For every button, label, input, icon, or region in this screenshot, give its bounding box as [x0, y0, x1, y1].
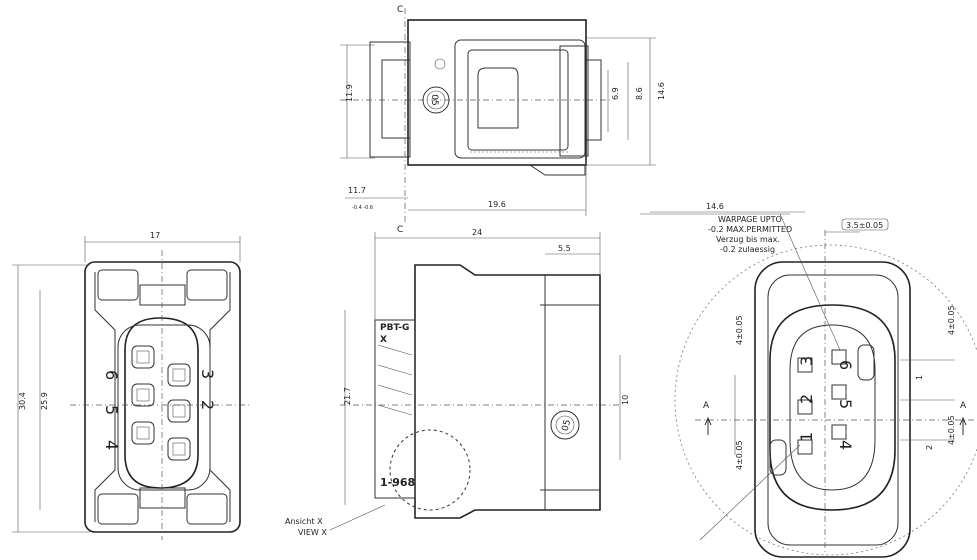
end-dim-width: 14.6: [706, 202, 724, 211]
cavity-2: [167, 399, 191, 423]
warpage-note-de-1: Verzug bis max.: [716, 235, 780, 244]
side-part-number: 1-968: [380, 476, 415, 489]
front-dim-height-outer: 30.4: [18, 392, 27, 410]
svg-text:C: C: [397, 225, 403, 235]
view-label-en: VIEW X: [298, 528, 327, 537]
end-pin-3: 3: [797, 356, 816, 366]
top-dim-len-short: 11.7: [348, 186, 366, 195]
side-dim-offset: 5.5: [558, 244, 571, 253]
end-view-cavity-housing: [769, 304, 896, 511]
end-view-body: [754, 261, 911, 558]
warpage-note-en-1: WARPAGE UPTO: [718, 215, 782, 224]
side-view-nose: [374, 319, 416, 499]
top-view-body: [407, 19, 587, 166]
svg-text:X: X: [380, 335, 387, 345]
end-dim-v4: 2: [925, 445, 934, 450]
svg-text:-0.4 -0.6: -0.4 -0.6: [352, 205, 373, 211]
front-view-body: [84, 261, 241, 533]
end-pin-2: 2: [797, 394, 816, 404]
side-date-stamp: [550, 410, 580, 440]
top-dim-width-mid: 8.6: [635, 87, 644, 100]
end-view: 3 6 2 5 1 4 A A WARPAGE UPTO -0.2 MAX.PE…: [640, 202, 977, 558]
end-pin-5: 5: [836, 399, 855, 409]
cavity-5: [131, 383, 155, 407]
end-pin-4: 4: [836, 440, 855, 450]
side-view: PBT-G X 1-968 05 24 5.5 21.7 10 Ansicht …: [285, 228, 630, 537]
pin-label-4: 4: [102, 440, 121, 450]
pin-label-5: 5: [102, 405, 121, 415]
end-pin-6: 6: [836, 360, 855, 370]
view-label-de: Ansicht X: [285, 517, 323, 526]
top-view-left-boss: [369, 41, 411, 158]
cavity-1: [167, 437, 191, 461]
end-dim-v1: 4±0.05: [735, 315, 744, 345]
warpage-note-en-2: -0.2 MAX.PERMITTED: [708, 225, 792, 234]
top-view: 05 C C 11.9 6.9 8.6 14.6 11.7 -0.4 -0.6 …: [340, 5, 666, 235]
cavity-6: [131, 345, 155, 369]
top-dim-width-inner: 6.9: [611, 87, 620, 100]
top-view-latch: [477, 67, 519, 129]
side-material: PBT-G: [380, 323, 409, 333]
svg-text:C: C: [397, 5, 403, 15]
end-dim-v5: 4±0.05: [947, 415, 956, 445]
pin-label-6: 6: [102, 370, 121, 380]
end-dim-pitch: 3.5±0.05: [846, 221, 883, 230]
cavity-3: [167, 363, 191, 387]
end-dim-v2: 4±0.05: [735, 440, 744, 470]
top-dim-height: 11.9: [345, 84, 354, 102]
side-dim-height: 21.7: [343, 387, 352, 405]
front-cavity-housing: [124, 317, 199, 489]
front-dim-height-inner: 25.9: [40, 392, 49, 410]
top-view-latch-frame: [454, 39, 586, 159]
front-view: 6 5 4 3 2 17 30.4 25.9: [12, 231, 250, 540]
end-pin-1: 1: [797, 432, 816, 442]
end-view-detail-circle: [674, 244, 977, 556]
end-dim-v3: 4±0.05: [947, 305, 956, 335]
front-cavities: [131, 345, 191, 461]
cavity-4: [131, 421, 155, 445]
svg-text:05: 05: [561, 419, 574, 433]
svg-text:A: A: [960, 401, 967, 411]
side-view-detail-circle: [389, 429, 471, 511]
side-dim-length: 24: [472, 228, 482, 237]
side-dim-inner: 10: [621, 395, 630, 405]
warpage-note-de-2: -0.2 zulaessig: [720, 245, 775, 254]
top-dim-len-long: 19.6: [488, 200, 506, 209]
side-view-body: [414, 264, 601, 519]
end-dim-v6: 1: [915, 375, 924, 380]
pin-label-3: 3: [198, 369, 217, 379]
pin-label-2: 2: [198, 400, 217, 410]
front-dim-width: 17: [150, 231, 160, 240]
top-dim-width-outer: 14.6: [657, 82, 666, 100]
svg-text:A: A: [703, 401, 710, 411]
